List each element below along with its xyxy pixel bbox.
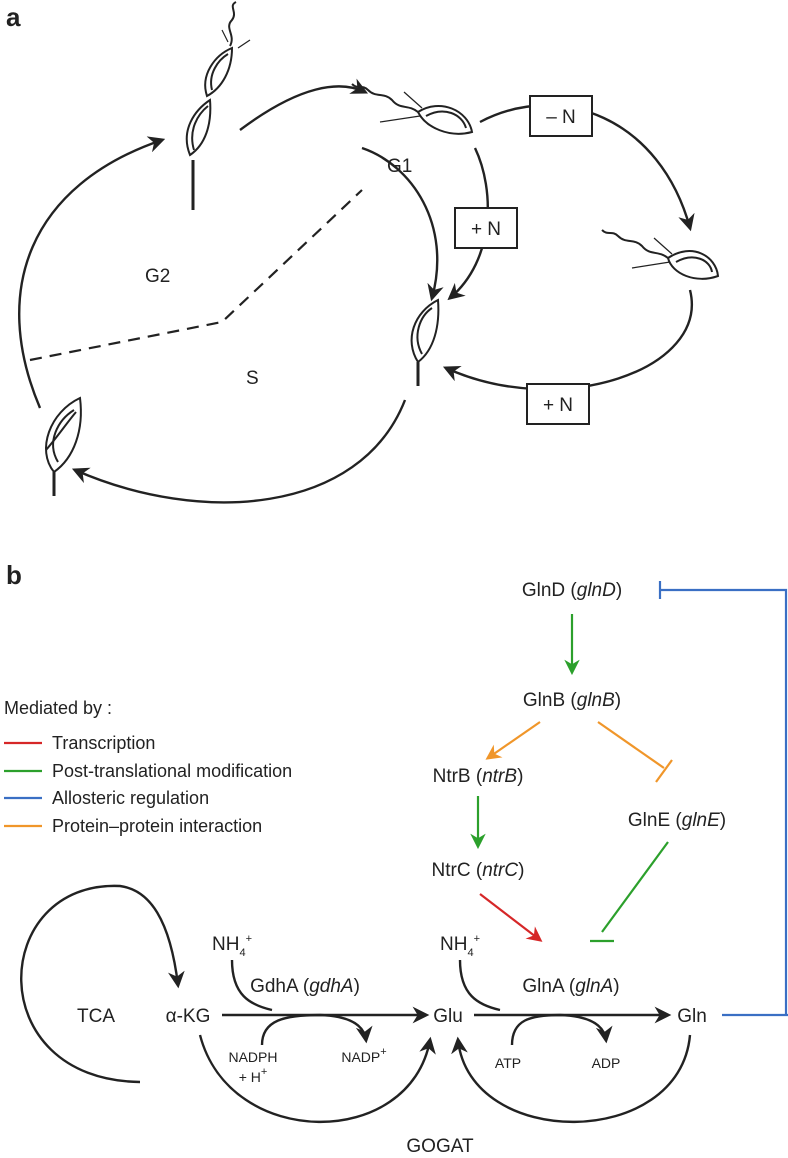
- legend-label-transcription: Transcription: [52, 733, 155, 753]
- g1-entry-arrow: [239, 78, 369, 131]
- legend-label-allosteric: Allosteric regulation: [52, 788, 209, 808]
- plus-n-left-label: + N: [471, 219, 501, 240]
- plus-n-bottom-arrow: [442, 289, 693, 391]
- gogat-from-gln-arrow: [451, 1034, 692, 1123]
- phase-s-label: S: [246, 368, 259, 389]
- minus-n-box: – N: [529, 95, 593, 137]
- node-glnb: GlnB (glnB): [523, 690, 621, 711]
- cell-cycle-arcs: [18, 78, 695, 504]
- metabolic-arrows: [20, 884, 692, 1123]
- plus-n-bottom-box: + N: [526, 383, 590, 425]
- node-glna: GlnA (glnA): [522, 976, 619, 997]
- edge-gln-glnd: [660, 588, 788, 1017]
- node-nh4-left: NH4+: [212, 933, 252, 959]
- legend-title: Mediated by :: [4, 698, 112, 718]
- node-gdha: GdhA (gdhA): [250, 976, 360, 997]
- phase-boundaries: [29, 189, 363, 362]
- panel-b-label: b: [6, 560, 22, 590]
- legend-item-allosteric: Allosteric regulation: [4, 788, 209, 808]
- predivisional-cell-icon: [185, 1, 251, 210]
- phase-g1-label: G1: [387, 156, 412, 177]
- plus-n-left-box: + N: [454, 207, 518, 249]
- node-nh4-right: NH4+: [440, 933, 480, 959]
- gogat-from-akg-arrow: [198, 1034, 436, 1123]
- s-to-g2-arrow: [71, 399, 407, 504]
- node-nadp: NADP+: [341, 1046, 386, 1065]
- node-glnd: GlnD (glnD): [522, 580, 622, 601]
- node-akg: α-KG: [166, 1006, 211, 1027]
- nh4-left-input: [230, 959, 273, 1012]
- atp-to-adp-arrow: [510, 1013, 613, 1046]
- stalked-cell-s-icon: [410, 298, 440, 386]
- g2-arc-arrow: [18, 136, 166, 409]
- legend-item-ppi: Protein–protein interaction: [4, 816, 262, 836]
- panel-a-label: a: [6, 2, 21, 32]
- edge-glnb-glne-bar: [655, 759, 673, 783]
- nadph-to-nadp-arrow: [260, 1013, 373, 1046]
- node-adp: ADP: [592, 1055, 621, 1071]
- node-plus-h: + H+: [239, 1066, 268, 1085]
- legend-item-ptm: Post-translational modification: [4, 761, 292, 781]
- phase-g2-label: G2: [145, 266, 170, 287]
- node-glne: GlnE (glnE): [628, 810, 726, 831]
- minus-n-arrow: [479, 104, 695, 232]
- node-tca: TCA: [77, 1006, 115, 1027]
- node-gogat: GOGAT: [406, 1136, 474, 1157]
- swarmer-cell-minus-n-icon: [601, 229, 720, 280]
- g1-to-s-arrow: [361, 146, 444, 302]
- minus-n-label: – N: [546, 107, 576, 128]
- node-nadph: NADPH: [228, 1049, 277, 1065]
- nh4-right-input: [458, 959, 501, 1012]
- stalked-cell-g2-icon: [45, 396, 82, 496]
- node-gln: Gln: [677, 1006, 707, 1027]
- legend-label-ppi: Protein–protein interaction: [52, 816, 262, 836]
- legend: Mediated by : Transcription Post-transla…: [4, 698, 292, 836]
- regulatory-edges: [470, 581, 788, 1017]
- node-ntrb: NtrB (ntrB): [433, 766, 524, 787]
- edge-glnb-ntrb: [485, 721, 541, 760]
- edge-glnb-glne: [597, 721, 665, 769]
- plus-n-bottom-label: + N: [543, 395, 573, 416]
- swarmer-cell-g1-icon: [351, 83, 474, 135]
- legend-item-transcription: Transcription: [4, 733, 155, 753]
- tca-cycle-arrow: [20, 884, 185, 1084]
- legend-label-ptm: Post-translational modification: [52, 761, 292, 781]
- node-ntrc: NtrC (ntrC): [432, 860, 525, 881]
- edge-glne-glna: [601, 841, 669, 933]
- node-atp: ATP: [495, 1055, 521, 1071]
- node-glu: Glu: [433, 1006, 463, 1027]
- edge-ntrc-glna: [479, 893, 543, 942]
